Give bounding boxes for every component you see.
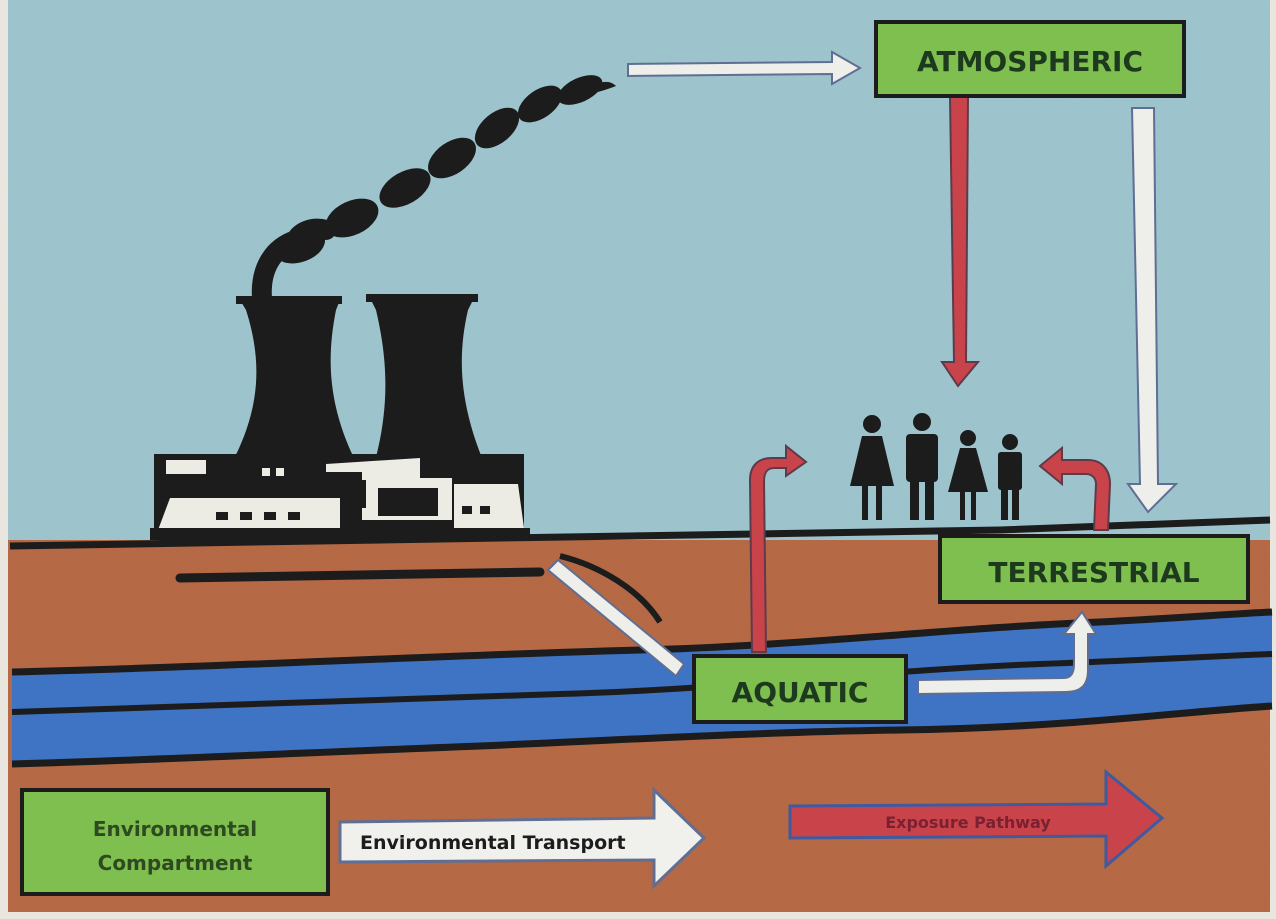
- arrow-atmospheric-to-people: [940, 95, 981, 388]
- legend: Environmental Compartment Environmental …: [20, 768, 1165, 896]
- discharge-curve: [559, 553, 663, 624]
- legend-compartment: Environmental Compartment: [20, 788, 330, 896]
- discharge-pipe: [175, 567, 545, 583]
- legend-exposure: Exposure Pathway: [788, 768, 1165, 870]
- compartment-terrestrial: TERRESTRIAL: [938, 534, 1250, 604]
- compartment-atmospheric: ATMOSPHERIC: [874, 20, 1186, 98]
- arrow-atmospheric-to-terrestrial: [1126, 107, 1179, 514]
- aquatic-label: AQUATIC: [732, 676, 869, 709]
- arrow-terrestrial-to-people: [1038, 445, 1112, 531]
- exposure-arrows: [748, 95, 1112, 653]
- transport-arrows: [546, 50, 1179, 696]
- water-top-line: [11, 608, 1273, 676]
- compartment-aquatic: AQUATIC: [692, 654, 908, 724]
- arrow-plume-to-atmospheric: [627, 50, 863, 86]
- legend-compartment-line1: Environmental: [93, 817, 257, 841]
- legend-compartment-line2: Compartment: [98, 851, 253, 875]
- terrestrial-label: TERRESTRIAL: [988, 556, 1199, 589]
- arrow-aquatic-to-terrestrial: [917, 610, 1098, 696]
- water-bottom-line: [11, 702, 1273, 768]
- legend-exposure-label: Exposure Pathway: [885, 813, 1051, 832]
- family-icon: [850, 413, 1022, 520]
- power-plant-icon: [150, 294, 530, 540]
- arrow-discharge-to-aquatic: [546, 558, 686, 678]
- legend-transport-label: Environmental Transport: [360, 832, 626, 854]
- atmospheric-label: ATMOSPHERIC: [917, 45, 1143, 78]
- smoke-plume-icon: [251, 75, 616, 308]
- ground-line: [9, 516, 1271, 550]
- legend-transport: Environmental Transport: [338, 786, 707, 890]
- arrow-aquatic-to-people: [748, 443, 808, 653]
